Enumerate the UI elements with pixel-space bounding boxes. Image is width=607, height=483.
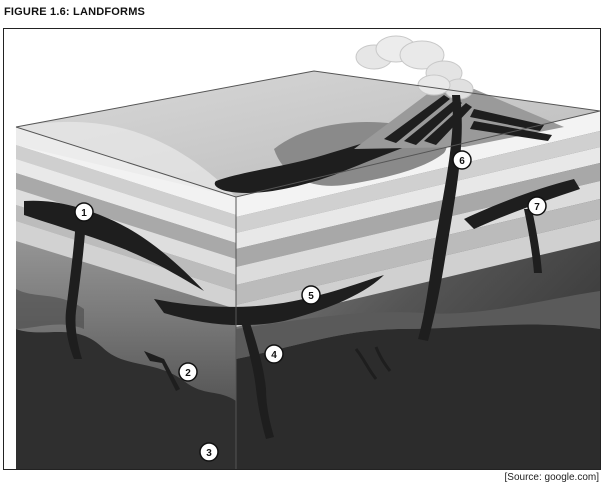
marker-3: 3 [200,443,218,461]
svg-text:6: 6 [459,156,465,167]
marker-7: 7 [528,197,546,215]
marker-4: 4 [265,345,283,363]
figure-title: FIGURE 1.6: LANDFORMS [4,6,145,18]
svg-text:7: 7 [534,202,540,213]
marker-5: 5 [302,286,320,304]
figure-source: [Source: google.com] [505,472,600,483]
svg-text:3: 3 [206,448,212,459]
svg-text:4: 4 [271,350,277,361]
svg-text:2: 2 [185,368,191,379]
marker-6: 6 [453,151,471,169]
svg-text:5: 5 [308,291,314,302]
landforms-diagram: 1 2 3 4 5 6 7 [4,29,600,469]
marker-1: 1 [75,203,93,221]
svg-text:1: 1 [81,208,87,219]
figure-frame: 1 2 3 4 5 6 7 [3,28,601,470]
marker-2: 2 [179,363,197,381]
